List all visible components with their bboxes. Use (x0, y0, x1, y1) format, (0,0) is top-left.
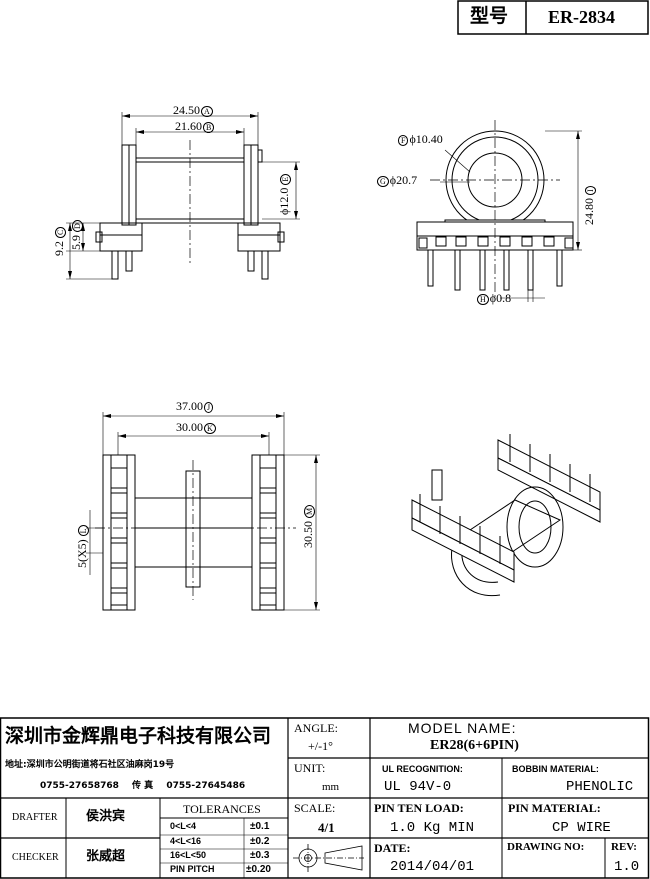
ul-value: UL 94V-0 (384, 779, 452, 795)
model-name-label: MODEL NAME: (408, 720, 517, 736)
dim-m: 30.50M (301, 504, 315, 548)
bobbin-value: PHENOLIC (566, 779, 634, 795)
isometric-view (411, 434, 601, 597)
header-label: 型号 (470, 5, 509, 27)
tolerance-value-2: ±0.2 (250, 836, 270, 847)
tolerance-range-3: 16<L<50 (170, 850, 207, 860)
dim-h-tag: H (477, 294, 489, 305)
drafter-name: 侯洪宾 (86, 809, 126, 824)
dim-b-tag: B (203, 122, 215, 133)
company-address: 地址:深圳市公明街道将石社区油麻岗19号 (5, 760, 175, 770)
pin-material-label: PIN MATERIAL: (508, 801, 601, 815)
side-view (416, 120, 582, 302)
scale-value: 4/1 (318, 820, 335, 835)
company-name: 深圳市金辉鼎电子科技有限公司 (5, 725, 272, 747)
header-model: ER-2834 (548, 7, 615, 27)
angle-label: ANGLE: (294, 721, 338, 735)
pin-load-value: 1.0 Kg MIN (390, 820, 475, 836)
unit-label: UNIT: (294, 761, 326, 775)
scale-label: SCALE: (294, 801, 336, 815)
tolerance-range-2: 4<L<16 (170, 836, 202, 846)
dim-d: 5.9D (69, 220, 83, 250)
pin-load-label: PIN TEN LOAD: (374, 801, 464, 815)
checker-label: CHECKER (12, 852, 59, 863)
dim-g-tag: G (377, 176, 389, 187)
drawing-no-label: DRAWING NO: (507, 841, 585, 853)
dim-i: 24.80I (582, 186, 596, 225)
dim-l-tag: L (78, 525, 89, 537)
dim-c: 9.2C (52, 226, 66, 256)
dim-c-tag: C (55, 226, 66, 238)
fax-label: 传 真 (132, 781, 154, 791)
checker-name: 张威超 (86, 849, 126, 864)
bobbin-label: BOBBIN MATERIAL: (512, 764, 599, 774)
dim-d-tag: D (72, 220, 83, 232)
dim-m-tag: M (304, 504, 315, 518)
unit-value: mm (322, 781, 340, 793)
rev-label: REV: (611, 841, 637, 853)
front-view (66, 112, 300, 280)
company-phone: 0755-27658768 传 真 0755-27645486 (40, 781, 246, 791)
tolerance-value-3: ±0.3 (250, 850, 270, 861)
pin-material-value: CP WIRE (552, 820, 611, 836)
bottom-view (86, 412, 320, 611)
date-value: 2014/04/01 (390, 859, 475, 875)
title-block (0, 717, 650, 879)
fax-number: 0755-27645486 (166, 781, 246, 791)
projection-symbol-icon (293, 844, 364, 872)
dim-e: ϕ12.0E (277, 173, 291, 215)
dim-a-tag: A (201, 106, 213, 117)
tolerance-value-1: ±0.1 (250, 821, 270, 832)
angle-value: +/-1° (308, 739, 333, 753)
date-label: DATE: (374, 841, 411, 855)
tolerance-value-4: ±0.20 (246, 864, 271, 875)
dim-e-tag: E (280, 173, 291, 185)
drafter-label: DRAFTER (12, 812, 58, 823)
header-box (457, 0, 649, 35)
dim-f-tag: F (398, 135, 409, 146)
dim-l: 5(X5)L (75, 525, 89, 568)
tolerance-range-4: PIN PITCH (170, 864, 215, 874)
dim-k-tag: K (204, 423, 216, 434)
tolerance-range-1: 0<L<4 (170, 821, 197, 831)
rev-value: 1.0 (614, 859, 640, 875)
tolerances-label: TOLERANCES (183, 802, 261, 816)
model-name-value: ER28(6+6PIN) (430, 738, 519, 753)
dim-j-tag: J (204, 402, 214, 413)
dim-i-tag: I (585, 186, 596, 195)
ul-label: UL RECOGNITION: (382, 764, 463, 774)
